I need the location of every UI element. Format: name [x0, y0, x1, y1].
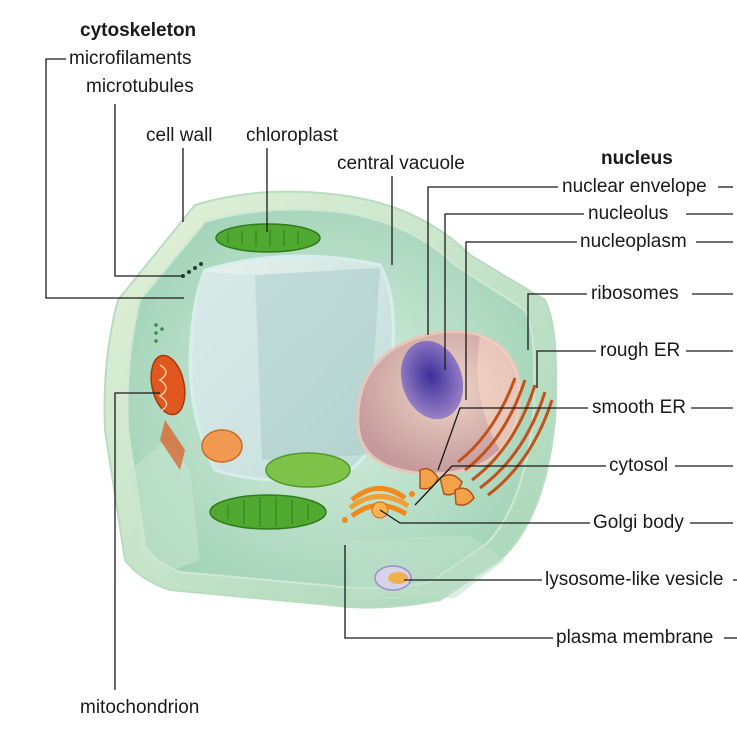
cytoskeleton-heading: cytoskeleton [80, 20, 197, 41]
leader-lines [45, 58, 737, 690]
label-nucleoplasm: nucleoplasm [580, 231, 687, 252]
label-microfilaments: microfilaments [69, 48, 192, 69]
vesicle-orange [201, 429, 243, 463]
label-cytosol: cytosol [609, 455, 669, 476]
central-vacuole-shape [188, 254, 395, 482]
label-chloroplast: chloroplast [246, 125, 338, 146]
label-cell-wall: cell wall [146, 125, 213, 146]
label-microtubules: microtubules [86, 76, 194, 97]
label-smooth-er: smooth ER [592, 397, 686, 418]
smooth-er-shape [419, 467, 475, 506]
label-mitochondrion: mitochondrion [80, 697, 200, 718]
label-plasma-membrane: plasma membrane [556, 627, 714, 648]
label-central-vacuole: central vacuole [337, 153, 465, 174]
cytoskeleton-dots [154, 262, 203, 343]
label-ribosomes: ribosomes [591, 283, 679, 304]
golgi-body-shape [342, 486, 415, 523]
label-nuclear-envelope: nuclear envelope [562, 176, 707, 197]
rough-er-shape [457, 377, 554, 497]
mitochondrion-shape [150, 354, 186, 470]
lysosome-vesicle-shape [374, 565, 412, 591]
label-nucleolus: nucleolus [588, 203, 669, 224]
label-golgi-body: Golgi body [593, 512, 684, 533]
label-lysosome-like-vesicle: lysosome-like vesicle [545, 569, 724, 590]
chloroplast-shapes [209, 223, 351, 530]
label-rough-er: rough ER [600, 340, 681, 361]
nucleus-heading: nucleus [601, 148, 673, 169]
